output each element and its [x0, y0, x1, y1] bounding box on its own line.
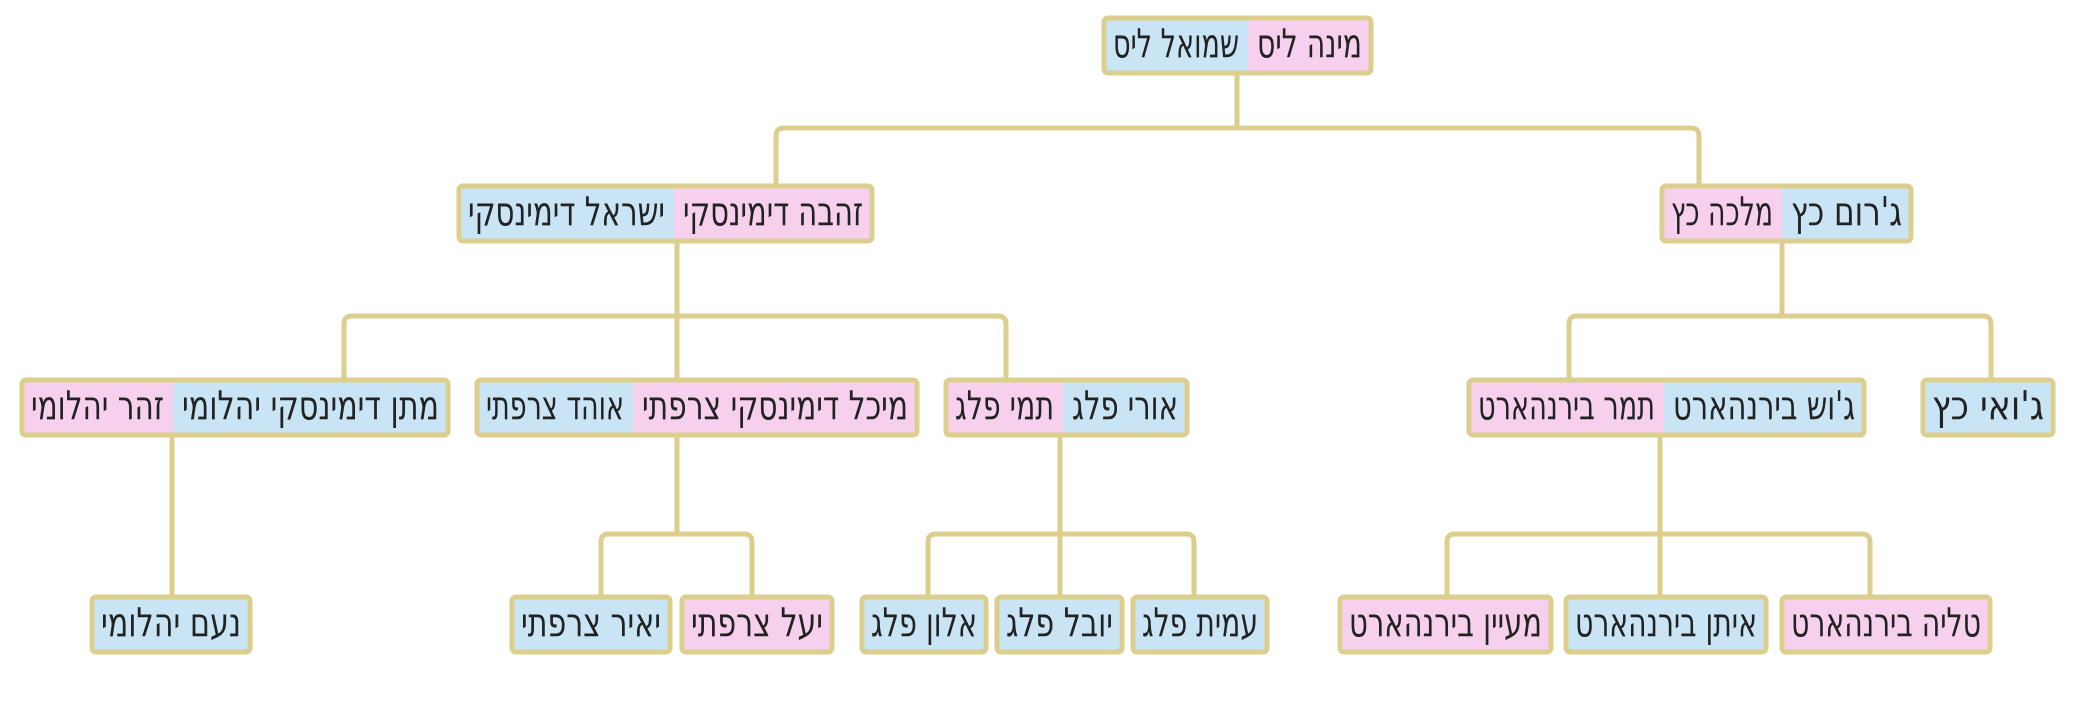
person-box-border — [1337, 594, 1554, 655]
person-name: טליה בירנהארט — [1791, 601, 1981, 647]
person-cell-male — [173, 380, 448, 435]
person-box-yahalomi: זהר יהלומי מתן דימינסקי יהלומי — [19, 377, 451, 438]
link-katz-children-0 — [1566, 241, 1785, 380]
person-name: איתן בירנהארט — [1575, 601, 1757, 647]
person-box-border — [19, 377, 451, 438]
person-box-mayan: מעיין בירנהארט — [1337, 594, 1554, 655]
person-box-border — [1101, 15, 1374, 76]
person-name: ישראל דימינסקי — [468, 190, 665, 236]
person-box-border — [89, 594, 253, 655]
person-box-peleg: תמי פלג אורי פלג — [943, 377, 1190, 438]
person-cell-female — [1340, 597, 1551, 652]
person-name: יעל צרפתי — [691, 601, 823, 647]
person-cell-female — [22, 380, 173, 435]
person-box-border — [1659, 183, 1914, 244]
person-box-border — [509, 594, 673, 655]
person-box-border — [679, 594, 835, 655]
person-name: אלון פלג — [871, 601, 977, 647]
person-name: ג'וש בירנהארט — [1673, 384, 1855, 430]
person-cell-male — [1104, 18, 1248, 73]
person-box-eitan: איתן בירנהארט — [1563, 594, 1769, 655]
link-diminsky-children-0 — [341, 241, 680, 380]
person-name: מיכל דימינסקי צרפתי — [642, 384, 908, 430]
link-birnhart-children-0 — [1444, 435, 1663, 597]
person-cell-female — [674, 186, 872, 241]
person-cell-female — [1782, 597, 1990, 652]
person-cell-male — [1923, 380, 2053, 435]
link-peleg-children-2 — [1057, 435, 1197, 597]
person-cell-male — [997, 597, 1122, 652]
person-name: יובל פלג — [1006, 601, 1113, 647]
link-birnhart-children-2 — [1657, 435, 1873, 597]
person-box-talia: טליה בירנהארט — [1779, 594, 1993, 655]
person-cell-male — [92, 597, 250, 652]
link-lis-children-0 — [773, 73, 1240, 186]
link-tsarfati-children-1 — [674, 435, 755, 597]
person-name: מתן דימינסקי יהלומי — [182, 384, 439, 430]
person-box-border — [1563, 594, 1769, 655]
person-cell-female — [1469, 380, 1664, 435]
person-name: אורי פלג — [1072, 384, 1178, 430]
person-cell-male — [512, 597, 670, 652]
person-name: אוהד צרפתי — [486, 384, 624, 430]
person-cell-male — [459, 186, 674, 241]
connector-lines — [169, 73, 1994, 597]
link-tsarfati-children-0 — [598, 435, 680, 597]
person-cell-female — [1248, 18, 1371, 73]
person-name: עמית פלג — [1142, 601, 1258, 647]
person-cell-male — [1664, 380, 1864, 435]
person-box-katz: מלכה כץ ג'רום כץ — [1659, 183, 1914, 244]
person-name: מלכה כץ — [1671, 190, 1773, 236]
person-cell-female — [946, 380, 1063, 435]
person-name: שמואל ליס — [1113, 22, 1239, 68]
person-cell-female — [1662, 186, 1782, 241]
person-name: זהר יהלומי — [31, 384, 164, 430]
person-name: ג'ואי כץ — [1932, 384, 2044, 430]
person-cell-male — [862, 597, 986, 652]
link-diminsky-children-2 — [674, 241, 1009, 380]
person-name: מעיין בירנהארט — [1349, 601, 1542, 647]
person-box-border — [456, 183, 875, 244]
person-name: ג'רום כץ — [1791, 190, 1902, 236]
person-name: יאיר צרפתי — [521, 601, 661, 647]
person-cell-male — [1133, 597, 1267, 652]
person-box-border — [994, 594, 1125, 655]
person-box-yael: יעל צרפתי — [679, 594, 835, 655]
person-boxes: שמואל ליס מינה ליס ישראל דימינסקי זהבה דימי… — [19, 15, 2056, 655]
person-box-yair: יאיר צרפתי — [509, 594, 673, 655]
person-cell-male — [477, 380, 633, 435]
person-box-alon: אלון פלג — [859, 594, 989, 655]
person-box-border — [474, 377, 920, 438]
person-cell-female — [682, 597, 832, 652]
person-cell-female — [633, 380, 917, 435]
person-box-amit: עמית פלג — [1130, 594, 1270, 655]
link-katz-children-1 — [1779, 241, 1994, 380]
person-name: תמי פלג — [955, 384, 1054, 430]
person-box-border — [859, 594, 989, 655]
person-box-border — [1130, 594, 1270, 655]
person-box-root: שמואל ליס מינה ליס — [1101, 15, 1374, 76]
person-box-tsarfati: אוהד צרפתי מיכל דימינסקי צרפתי — [474, 377, 920, 438]
person-cell-male — [1566, 597, 1766, 652]
link-peleg-children-0 — [925, 435, 1063, 597]
person-name: מינה ליס — [1257, 22, 1362, 68]
person-box-border — [1466, 377, 1867, 438]
person-box-border — [943, 377, 1190, 438]
person-name: נעם יהלומי — [101, 601, 241, 647]
person-cell-male — [1063, 380, 1187, 435]
person-box-dim: ישראל דימינסקי זהבה דימינסקי — [456, 183, 875, 244]
person-box-joey: ג'ואי כץ — [1920, 377, 2056, 438]
person-box-birn: תמר בירנהארט ג'וש בירנהארט — [1466, 377, 1867, 438]
person-cell-male — [1782, 186, 1911, 241]
link-lis-children-1 — [1234, 73, 1702, 186]
person-box-border — [1920, 377, 2056, 438]
person-box-yuval: יובל פלג — [994, 594, 1125, 655]
person-name: תמר בירנהארט — [1478, 384, 1655, 430]
person-box-border — [1779, 594, 1993, 655]
person-name: זהבה דימינסקי — [683, 190, 863, 236]
person-box-noam: נעם יהלומי — [89, 594, 253, 655]
